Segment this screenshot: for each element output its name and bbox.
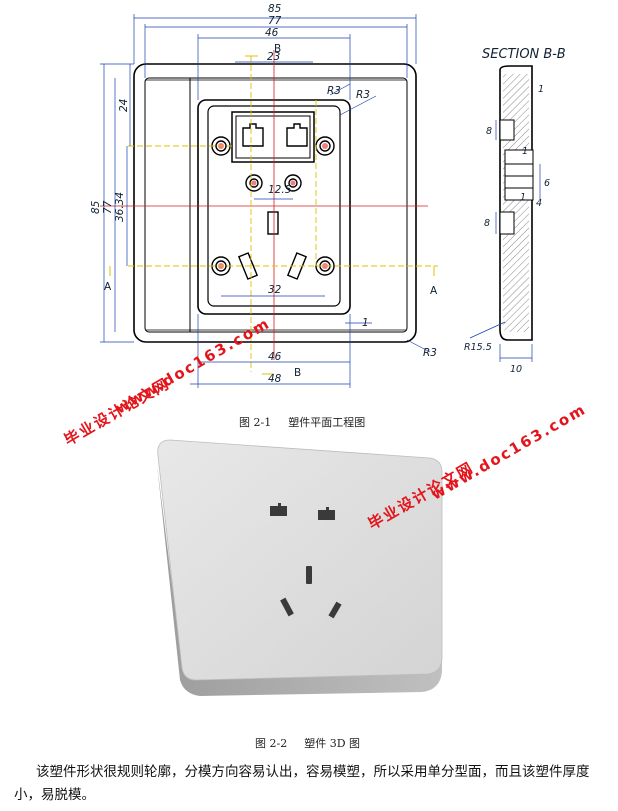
- hole-top-left: [270, 503, 287, 516]
- 3d-render: [157, 439, 443, 696]
- right-slot: [286, 252, 308, 280]
- label-b-bottom: B: [294, 367, 301, 379]
- sec-dim-4: 4: [536, 198, 542, 209]
- sec-dim-6: 6: [544, 178, 550, 189]
- dim-1-plan: 1: [362, 317, 369, 329]
- sec-dim-8b: 8: [484, 218, 490, 229]
- top-socket-box: [231, 111, 315, 163]
- section-title: SECTION B-B: [482, 47, 566, 62]
- body-paragraph: 该塑件形状很规则轮廓，分模方向容易认出，容易模塑，所以采用单分型面，而且该塑件厚…: [14, 764, 590, 803]
- dim-46-top: 46: [265, 27, 279, 39]
- sec-dim-1a: 1: [538, 84, 544, 95]
- sec-dim-1b: 1: [522, 146, 528, 157]
- left-slot: [237, 252, 259, 280]
- engineering-drawing: 85 77 46 23 12.5 32 46 48 R3 R3 R3 1 B B…: [90, 3, 566, 388]
- sec-dim-r15-5: R15.5: [464, 342, 492, 353]
- hole-right: [328, 601, 342, 619]
- dim-48: 48: [268, 373, 282, 385]
- hole-ground: [306, 566, 312, 584]
- plate-top-face: [157, 439, 443, 681]
- figure-1-title: 塑件平面工程图: [288, 416, 366, 429]
- dim-46-bottom: 46: [268, 351, 282, 363]
- screw-boss: [284, 174, 302, 192]
- left-pin-opening: [242, 123, 264, 147]
- label-a-left: A: [104, 281, 112, 293]
- sec-dim-10: 10: [510, 364, 522, 375]
- figure-2-number: 图 2-2: [255, 737, 288, 750]
- dim-77: 77: [268, 15, 282, 27]
- plate-outline: [133, 63, 417, 343]
- plate-inner-border: [144, 77, 408, 333]
- dim-r3-c: R3: [423, 347, 437, 359]
- hole-left: [280, 597, 294, 617]
- ground-slot: [267, 211, 279, 235]
- dim-85-top: 85: [268, 3, 282, 15]
- screw-boss: [245, 174, 263, 192]
- dim-32: 32: [268, 284, 282, 296]
- figure-2-caption: 图 2-2 塑件 3D 图: [255, 735, 360, 751]
- sec-dim-1c: 1: [520, 192, 526, 203]
- dim-36-34: 36.34: [114, 192, 126, 222]
- dim-24: 24: [118, 99, 130, 112]
- sec-dim-8a: 8: [486, 126, 492, 137]
- dim-23: 23: [267, 51, 280, 63]
- right-pin-opening: [286, 123, 308, 147]
- dim-77-left: 77: [102, 200, 114, 214]
- figure-1-number: 图 2-1: [239, 416, 272, 429]
- dim-r3-b: R3: [356, 89, 370, 101]
- label-b-top: B: [274, 43, 281, 55]
- hole-top-right: [318, 507, 335, 520]
- section-profile: [499, 65, 533, 341]
- figure-1-caption: 图 2-1 塑件平面工程图: [239, 414, 365, 430]
- dim-12-5: 12.5: [268, 184, 292, 196]
- dim-85-left: 85: [90, 200, 102, 214]
- figure-2-title: 塑件 3D 图: [304, 737, 361, 750]
- dim-r3-a: R3: [327, 85, 341, 97]
- label-a-right: A: [430, 285, 438, 297]
